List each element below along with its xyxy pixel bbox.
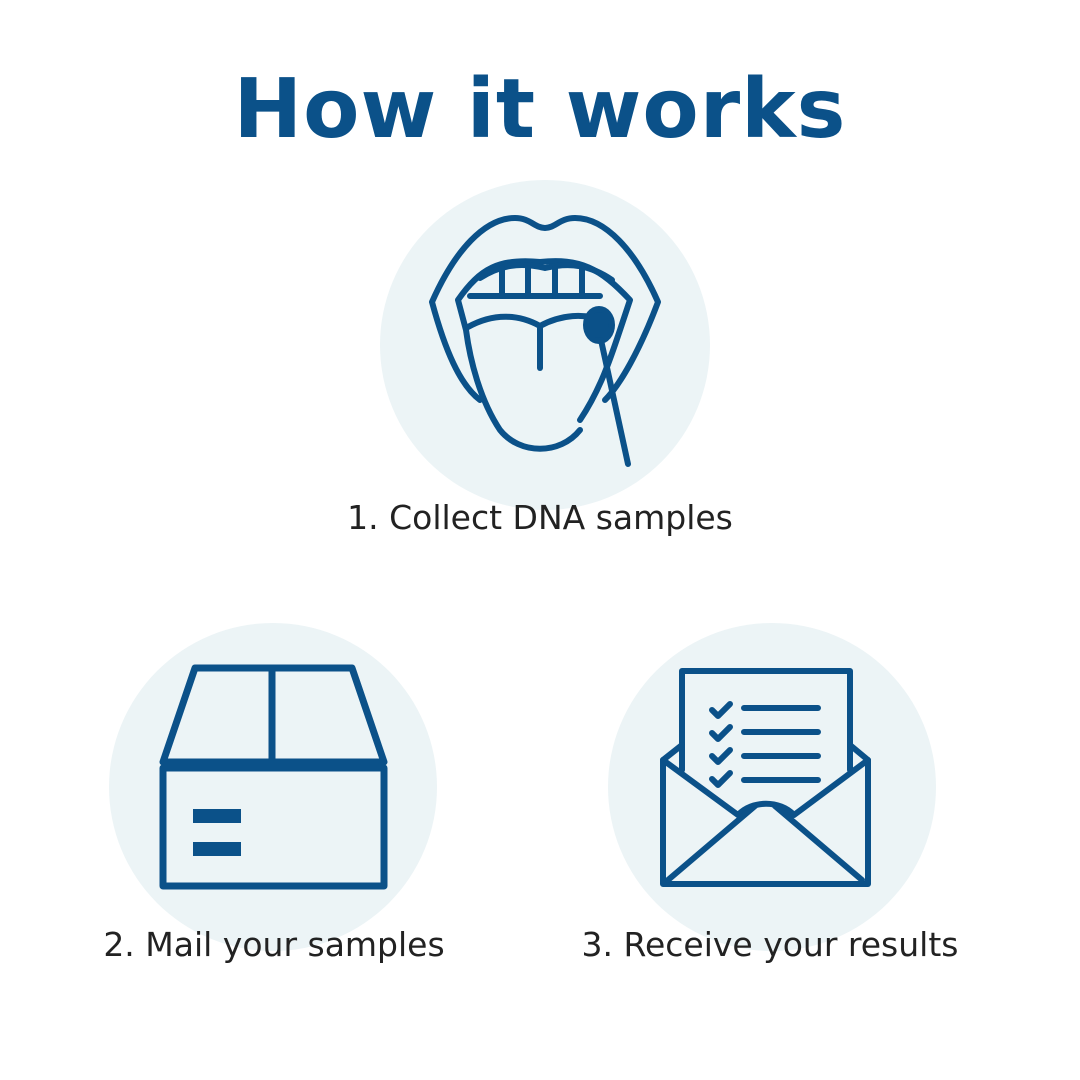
- step-2-label: 2. Mail your samples: [103, 925, 445, 964]
- step-1-circle: [380, 180, 710, 510]
- step-3-label: 3. Receive your results: [581, 925, 959, 964]
- step-1-label: 1. Collect DNA samples: [347, 498, 733, 537]
- page-title: How it works: [233, 62, 847, 157]
